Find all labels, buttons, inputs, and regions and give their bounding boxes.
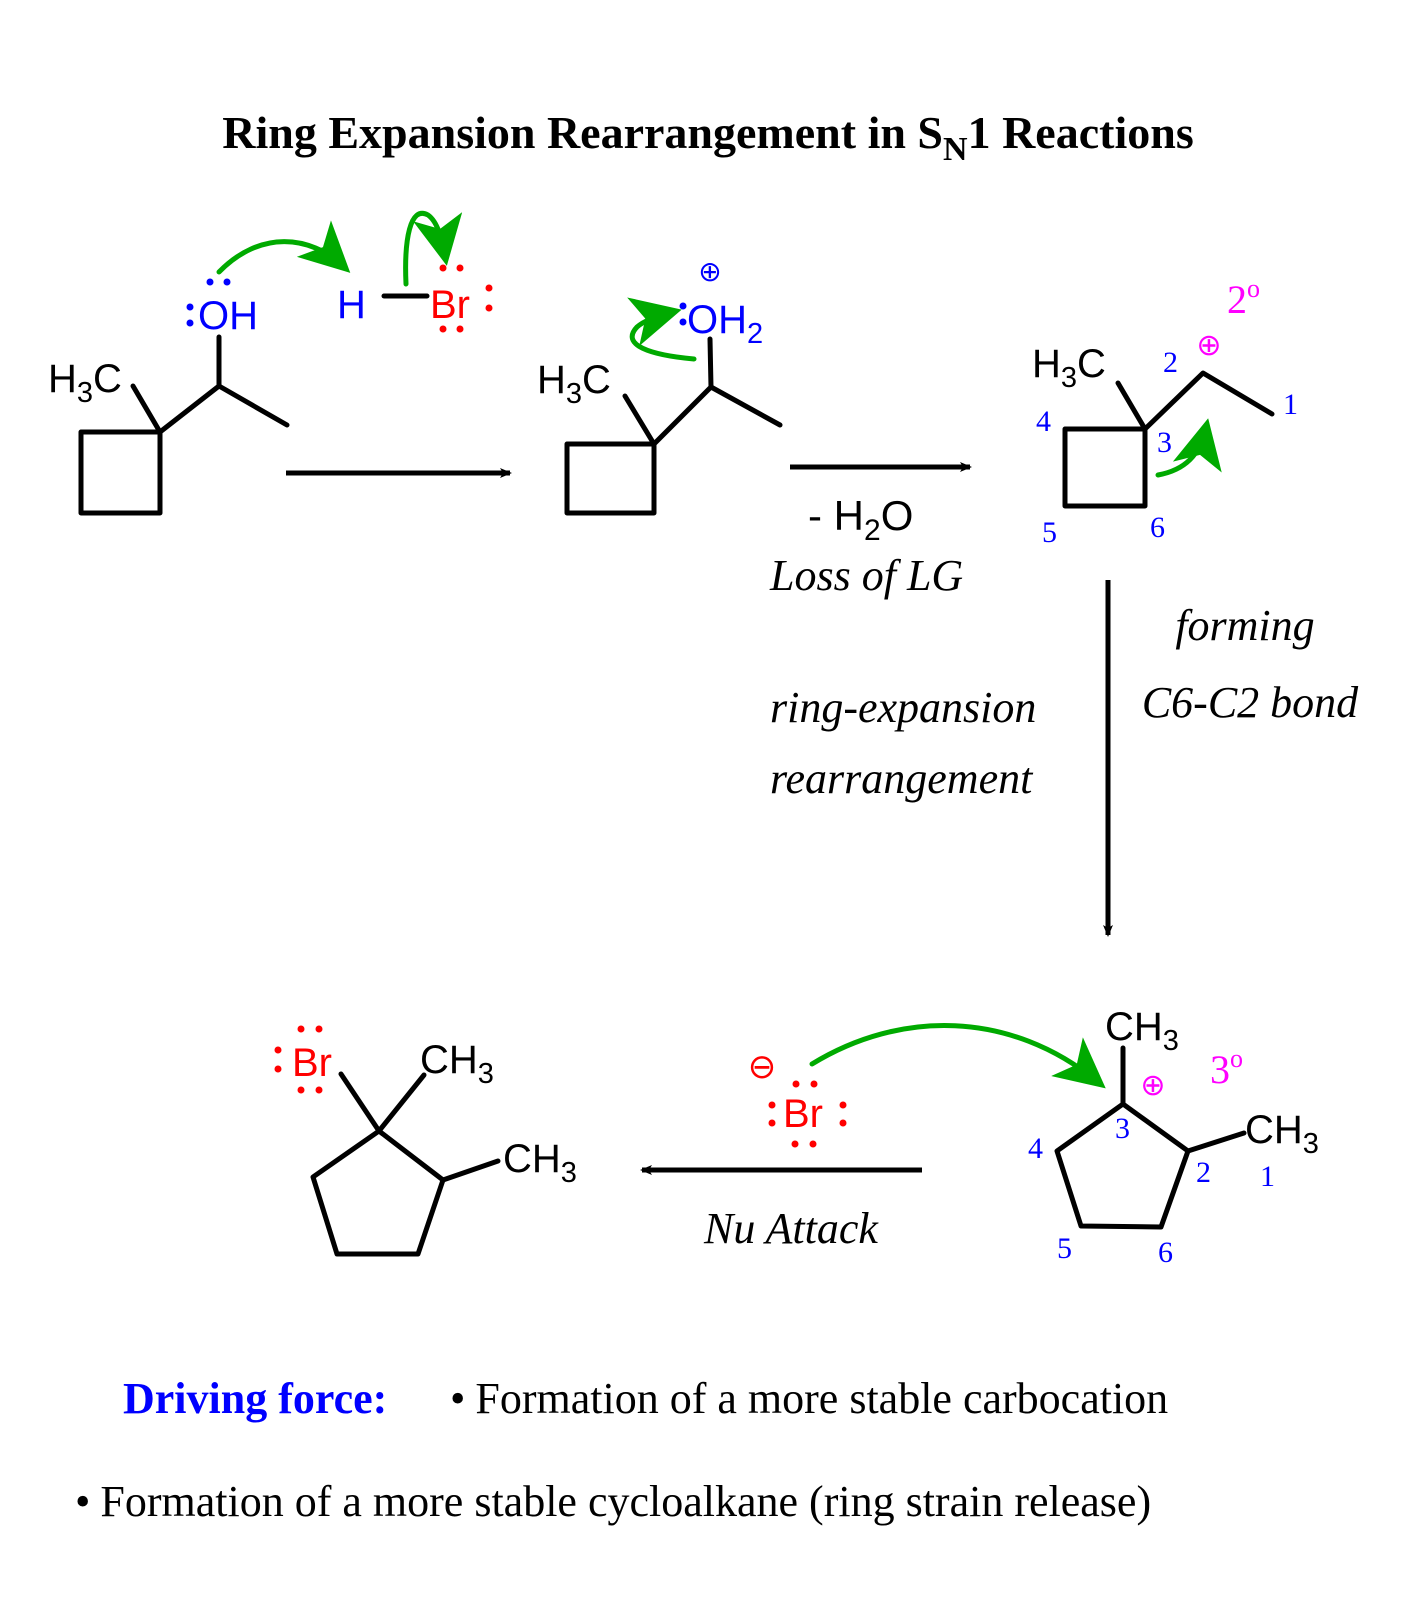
curved-arrow-leaving-group	[627, 297, 697, 362]
bond-c-br	[338, 1071, 382, 1134]
bullet-icon: •	[75, 1477, 90, 1526]
reagent-water-label: - H2O	[808, 492, 913, 547]
cyclopentane-ring	[310, 1128, 446, 1257]
atom-number-4: 4	[1028, 1132, 1043, 1165]
curved-arrow-bond-to-br	[403, 210, 463, 287]
atom-number-5: 5	[1057, 1232, 1072, 1265]
methyl-top-label: CH3	[420, 1038, 494, 1090]
bond-side-chain	[1142, 370, 1275, 432]
oxonium-label: OH2	[687, 298, 763, 350]
bond-c-o	[707, 336, 714, 390]
atom-number-5: 5	[1042, 516, 1057, 549]
bond-formation-label: C6-C2 bond	[1142, 678, 1359, 727]
driving-force-point-2: •Formation of a more stable cycloalkane …	[75, 1477, 1151, 1526]
bromide-lone-pairs	[768, 1080, 847, 1148]
secondary-carbocation: H3C ⊕ 2o 1 2 3 4 5 6	[1032, 274, 1298, 549]
ring-expansion-label: ring-expansion	[770, 683, 1036, 732]
methyl-right-label: CH3	[503, 1137, 577, 1189]
driving-force-point-1: •Formation of a more stable carbocation	[450, 1374, 1168, 1423]
nu-attack-label: Nu Attack	[703, 1204, 879, 1253]
methyl-label: H3C	[48, 357, 122, 409]
bond-side-chain	[157, 383, 290, 435]
atom-number-2: 2	[1163, 346, 1178, 379]
curved-arrow-oh-to-h	[216, 220, 351, 275]
oxonium-lone-pair	[679, 302, 687, 326]
carbocation-degree-label: 2o	[1227, 274, 1260, 322]
atom-number-4: 4	[1036, 405, 1051, 438]
cyclobutane-ring	[564, 441, 657, 516]
hbr-h-label: H	[337, 283, 366, 327]
methyl-label: H3C	[537, 358, 611, 410]
negative-charge-icon: ⊖	[748, 1048, 777, 1086]
rearrangement-label: rearrangement	[770, 754, 1034, 803]
carbocation-degree-label: 3o	[1210, 1044, 1243, 1092]
positive-charge-icon: ⊕	[1140, 1069, 1165, 1102]
cyclopentane-ring	[1054, 1101, 1191, 1230]
positive-charge-icon: ⊕	[698, 256, 721, 287]
bond-methyl	[130, 383, 163, 435]
final-product: Br CH3 CH3	[274, 1025, 577, 1257]
cyclobutane-ring	[78, 429, 163, 516]
bond-methyl-right	[1185, 1130, 1247, 1154]
bond-side-chain	[651, 384, 783, 447]
hbr-molecule: H Br	[337, 264, 493, 333]
hbr-br-label: Br	[430, 283, 470, 327]
page-title: Ring Expansion Rearrangement in SN1 Reac…	[222, 107, 1193, 168]
positive-charge-icon: ⊕	[1196, 329, 1221, 362]
methyl-right-label: CH3	[1245, 1108, 1319, 1160]
br-lone-pairs	[439, 264, 493, 333]
forming-label: forming	[1175, 601, 1314, 650]
oh-lone-pairs	[186, 278, 231, 327]
atom-number-3: 3	[1115, 1112, 1130, 1145]
atom-number-6: 6	[1150, 511, 1165, 544]
atom-number-2: 2	[1196, 1156, 1211, 1189]
cyclobutane-ring	[1062, 426, 1148, 509]
atom-number-6: 6	[1158, 1236, 1173, 1269]
atom-number-3: 3	[1157, 426, 1172, 459]
bond-methyl	[1115, 380, 1148, 432]
curved-arrow-nucleophilic-attack	[809, 1023, 1106, 1089]
driving-force-label: Driving force:	[123, 1374, 387, 1423]
bond-methyl-right	[440, 1158, 501, 1183]
bond-methyl	[622, 393, 657, 447]
hydroxyl-label: OH	[198, 294, 258, 338]
loss-of-lg-label: Loss of LG	[769, 551, 963, 600]
starting-alcohol: H3C OH	[48, 278, 290, 516]
bromine-lone-pairs	[274, 1025, 323, 1094]
curved-arrow-alkyl-shift	[1155, 418, 1222, 478]
tertiary-carbocation: CH3 CH3 ⊕ 3o 1 2 3 4 5 6	[1028, 1005, 1319, 1269]
atom-number-1: 1	[1260, 1160, 1275, 1193]
atom-number-1: 1	[1283, 388, 1298, 421]
oxonium-intermediate: H3C OH2 ⊕	[537, 256, 783, 516]
bromine-label: Br	[292, 1041, 332, 1085]
bromide-nucleophile: ⊖ Br	[748, 1048, 847, 1148]
bond-methyl-top	[376, 1072, 427, 1134]
bullet-icon: •	[450, 1374, 465, 1423]
methyl-label: H3C	[1032, 342, 1106, 394]
methyl-top-label: CH3	[1105, 1005, 1179, 1057]
bromide-label: Br	[783, 1092, 823, 1136]
